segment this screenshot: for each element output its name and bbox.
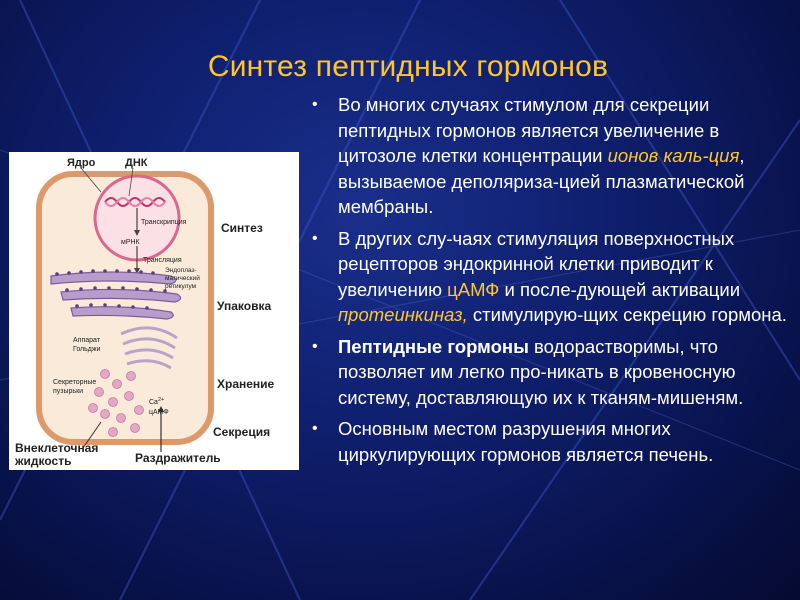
label-extracellular-1: Внеклеточная [15,441,98,455]
nucleus-pointer [80,167,102,193]
dna-pointer [128,167,134,197]
bullet-text: Основным местом разрушения многих циркул… [338,418,714,465]
er-membranes [50,271,182,320]
bullet-text: Во многих случаях стимулом для секреции … [338,94,720,166]
bullet-item: • Основным местом разрушения многих цирку… [312,416,792,467]
bullet-bold-term: Пептидные гормоны [338,335,529,357]
bullet-highlight: ионов каль-ция [607,145,740,166]
bullet-list: • Во многих случаях стимулом для секреции… [312,92,792,473]
label-golgi-1: Аппарат [73,337,101,344]
label-storage: Хранение [217,377,275,391]
secretion-arrow [82,421,102,449]
bullet-text: и после-дующей активации [499,278,741,300]
stimulus-arrowhead [158,406,164,412]
ribosome-dots [55,269,167,310]
bullet-text: водорастворимы, что позволяет им легко п… [338,335,744,408]
label-synthesis: Синтез [221,221,263,235]
label-camp: цАМФ [149,409,169,416]
bullet-item: • Во многих случаях стимулом для секреции… [312,92,792,220]
label-vesicles-2: пузырьки [53,388,83,395]
label-extracellular-2: жидкость [14,454,71,468]
bullet-marker: • [312,337,318,355]
label-transcription: Транскрипция [141,219,187,226]
label-er-3: ретикулум [165,283,197,290]
label-translation: Трансляция [143,257,182,264]
dna-helix-strand-2 [104,197,166,207]
bullet-text: , вызываемое деполяриза-цией плазматичес… [338,145,745,217]
label-stimulus: Раздражитель [135,451,221,465]
label-vesicles-1: Секреторные [53,379,96,386]
translation-arrowhead [134,268,140,274]
bullet-text: В других слу-чаях стимуляция поверхностн… [338,227,735,300]
transcription-arrowhead [134,230,140,236]
label-er-1: Эндоплаз- [165,267,197,274]
slide-title: Синтез пептидных гормонов [207,50,609,83]
secretory-vesicles [88,369,144,437]
cell-diagram-svg: Ядро ДНК Транскрипция мРНК Трансляция Эн… [14,157,275,468]
label-dna: ДНК [125,157,148,169]
label-nucleus: Ядро [67,157,96,169]
bullet-text: стимулирую-щих секрецию гормона. [467,304,787,325]
bullet-marker: • [312,420,318,437]
label-ca: Ca2+ [149,397,164,406]
label-mrna: мРНК [121,239,141,246]
label-packaging: Упаковка [217,299,271,313]
dna-helix [104,197,166,207]
bullet-highlight: цАМФ [447,278,500,300]
bullet-marker: • [312,96,318,113]
label-secretion: Секреция [213,425,270,439]
bullet-item: • В других слу-чаях стимуляция поверхност… [312,226,792,328]
label-golgi-2: Гольджи [73,346,101,353]
cell-secretion-diagram: Ядро ДНК Транскрипция мРНК Трансляция Эн… [9,152,299,470]
golgi-apparatus [120,326,178,370]
label-er-2: матический [165,274,200,282]
bullet-marker: • [312,229,318,247]
bullet-highlight: протеинкиназ, [338,304,468,325]
bullet-item: • Пептидные гормоны водорастворимы, что п… [312,334,792,411]
